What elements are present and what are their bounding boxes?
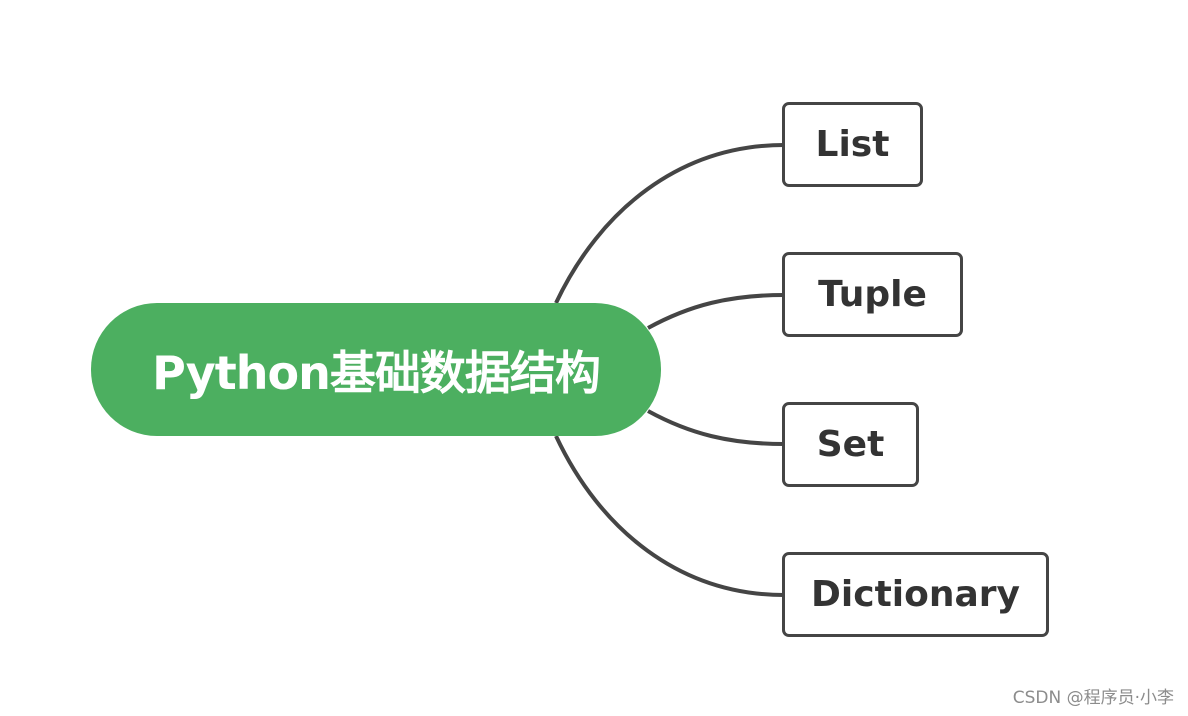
child-node-label: Dictionary — [811, 574, 1020, 615]
child-node-label: List — [815, 124, 890, 165]
watermark: CSDN @程序员·小李 — [1012, 688, 1174, 708]
child-node-list[interactable]: List — [782, 102, 923, 187]
connector-tuple — [647, 293, 785, 330]
child-node-set[interactable]: Set — [782, 402, 919, 487]
child-node-label: Set — [816, 424, 885, 465]
child-node-label: Tuple — [818, 274, 927, 315]
connector-dictionary — [554, 435, 785, 597]
connector-list — [554, 143, 785, 304]
root-node-label: Python基础数据结构 — [152, 345, 601, 400]
child-node-dictionary[interactable]: Dictionary — [782, 552, 1049, 637]
root-node[interactable]: Python基础数据结构 — [91, 303, 661, 436]
child-node-tuple[interactable]: Tuple — [782, 252, 963, 337]
connector-set — [647, 409, 785, 446]
